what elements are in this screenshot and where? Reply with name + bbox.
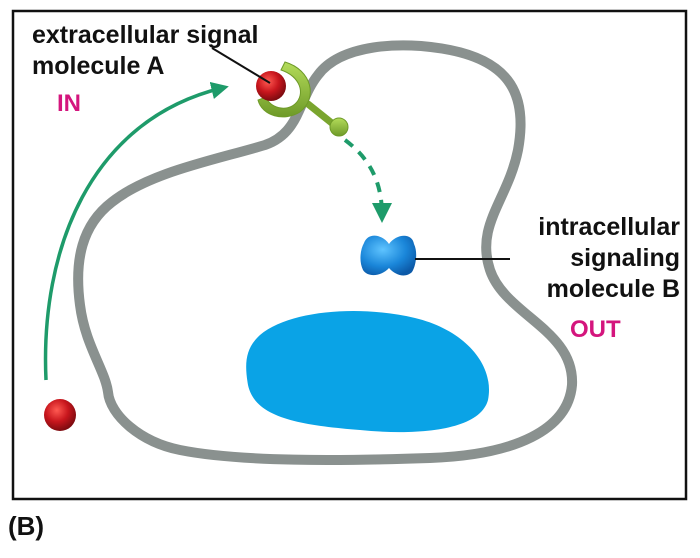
intracellular-molecule-icon bbox=[360, 235, 417, 276]
label-intracellular-line2: signaling bbox=[570, 244, 680, 272]
signal-relay-arrow bbox=[343, 138, 392, 223]
label-intracellular-line3: molecule B bbox=[546, 275, 680, 303]
signal-molecule-bound bbox=[256, 71, 286, 101]
entry-arrow bbox=[43, 81, 229, 381]
label-out: OUT bbox=[570, 316, 621, 343]
receptor-icon bbox=[257, 61, 349, 137]
label-intracellular-line1: intracellular bbox=[538, 213, 680, 241]
nucleus bbox=[246, 311, 490, 433]
panel-label: (B) bbox=[8, 511, 45, 541]
label-extracellular-line2: molecule A bbox=[32, 52, 165, 80]
label-intracellular-signaling: intracellular signaling molecule B bbox=[538, 212, 680, 305]
label-extracellular-line1: extracellular signal bbox=[32, 21, 259, 49]
leader-line-a bbox=[211, 47, 271, 84]
label-in: IN bbox=[57, 90, 81, 117]
signal-molecule-outside bbox=[44, 399, 76, 431]
cell-membrane bbox=[73, 40, 578, 465]
label-extracellular-signal: extracellular signal molecule A bbox=[32, 20, 259, 82]
